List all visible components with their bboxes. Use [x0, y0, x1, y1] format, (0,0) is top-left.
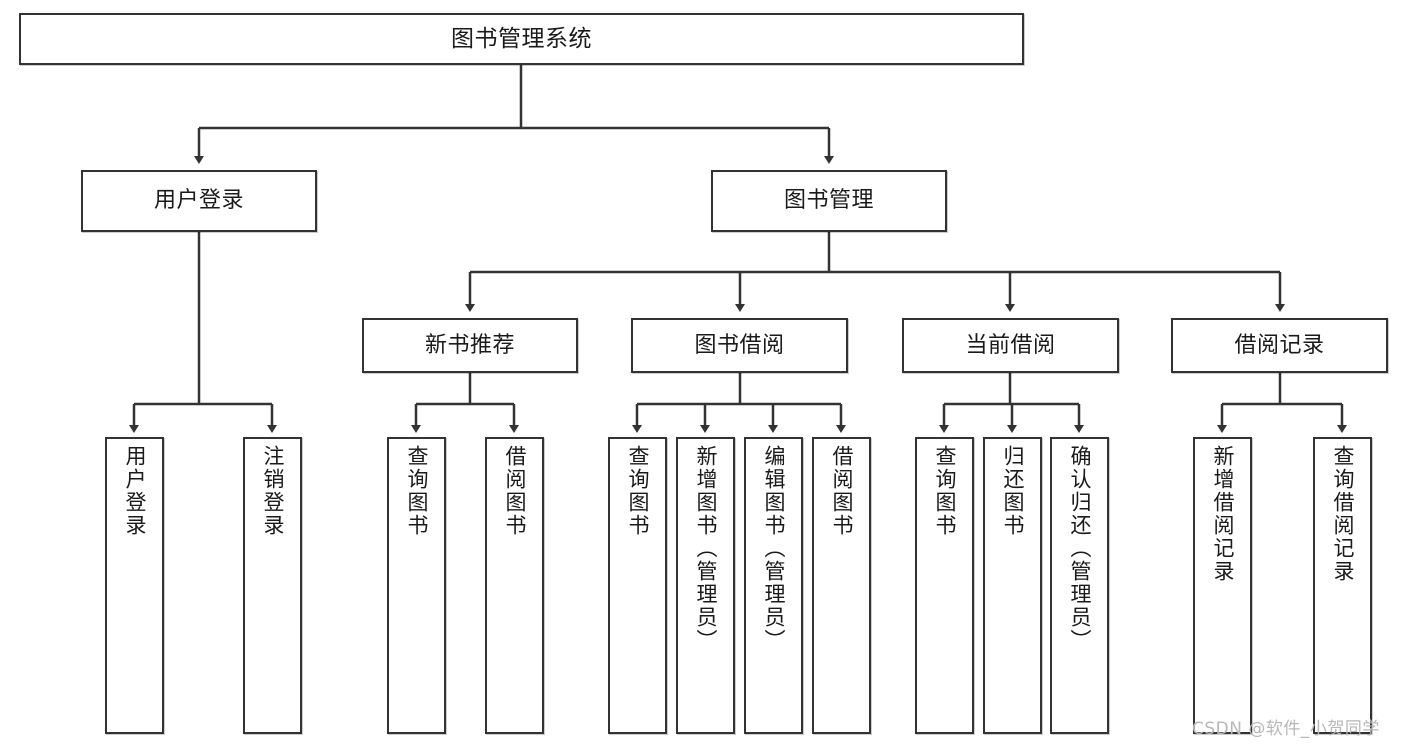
- node-label: 图书管理系统: [451, 25, 592, 52]
- node-label: 查询图书: [405, 445, 429, 537]
- leaf-user-login-logout[interactable]: 注销登录: [243, 437, 302, 734]
- leaf-new-book-borrow[interactable]: 借阅图书: [485, 437, 544, 734]
- node-label: 查询图书: [626, 445, 650, 537]
- node-label: 新增借阅记录: [1211, 445, 1235, 583]
- node-book-borrow[interactable]: 图书借阅: [631, 318, 848, 373]
- leaf-user-login-login[interactable]: 用户登录: [105, 437, 164, 734]
- node-label: 用户登录: [153, 188, 244, 214]
- leaf-book-borrow-borrow[interactable]: 借阅图书: [812, 437, 871, 734]
- node-label: 新书推荐: [424, 332, 515, 358]
- node-label: 注销登录: [261, 445, 285, 537]
- node-label: 归还图书: [1001, 445, 1025, 537]
- node-user-login[interactable]: 用户登录: [81, 170, 317, 232]
- node-label: 借阅图书: [503, 445, 527, 537]
- node-label: 查询借阅记录: [1331, 445, 1355, 583]
- node-book-management[interactable]: 图书管理: [711, 170, 947, 232]
- node-label: 当前借阅: [965, 332, 1056, 358]
- leaf-book-borrow-query[interactable]: 查询图书: [608, 437, 667, 734]
- node-label: 用户登录: [123, 445, 147, 537]
- leaf-book-borrow-add[interactable]: 新增图书（管理员）: [676, 437, 735, 734]
- watermark: CSDN @软件_小贺同学: [1192, 719, 1380, 739]
- node-borrow-record[interactable]: 借阅记录: [1171, 318, 1388, 373]
- node-label: 图书管理: [783, 188, 874, 214]
- leaf-current-borrow-return[interactable]: 归还图书: [983, 437, 1042, 734]
- node-current-borrow[interactable]: 当前借阅: [902, 318, 1119, 373]
- leaf-book-borrow-edit[interactable]: 编辑图书（管理员）: [744, 437, 803, 734]
- node-new-book-recommend[interactable]: 新书推荐: [362, 318, 578, 373]
- node-label: 新增图书（管理员）: [694, 445, 718, 652]
- leaf-current-borrow-confirm-return[interactable]: 确认归还（管理员）: [1050, 437, 1109, 734]
- node-label: 借阅记录: [1234, 332, 1325, 358]
- node-label: 确认归还（管理员）: [1068, 445, 1092, 652]
- leaf-new-book-query[interactable]: 查询图书: [387, 437, 446, 734]
- node-label: 借阅图书: [830, 445, 854, 537]
- leaf-borrow-record-add[interactable]: 新增借阅记录: [1193, 437, 1252, 734]
- leaf-current-borrow-query[interactable]: 查询图书: [915, 437, 974, 734]
- node-label: 编辑图书（管理员）: [762, 445, 786, 652]
- node-label: 图书借阅: [694, 332, 785, 358]
- node-book-management-system[interactable]: 图书管理系统: [19, 13, 1024, 65]
- node-label: 查询图书: [933, 445, 957, 537]
- leaf-borrow-record-query[interactable]: 查询借阅记录: [1313, 437, 1372, 734]
